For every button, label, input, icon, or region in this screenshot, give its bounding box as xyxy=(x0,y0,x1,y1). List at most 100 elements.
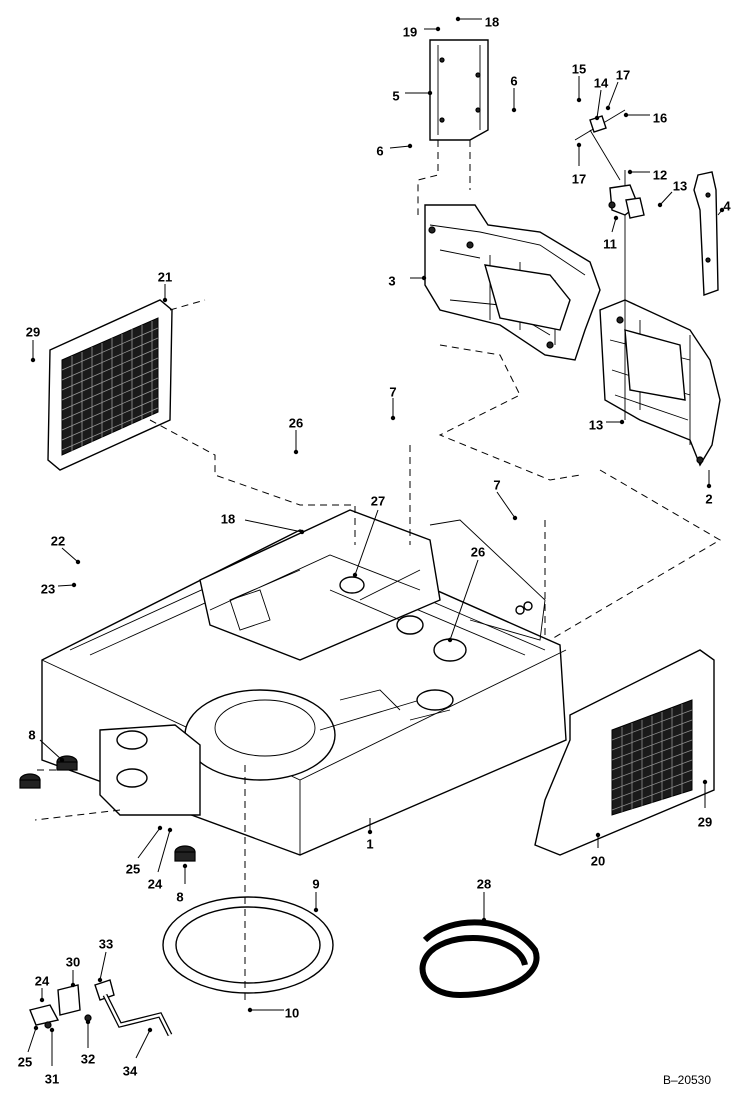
callout-label: 4 xyxy=(723,198,731,213)
fitting-assembly xyxy=(29,979,173,1037)
callout-point xyxy=(147,1027,153,1033)
callout-point xyxy=(367,829,373,835)
callout-label: 6 xyxy=(510,73,517,88)
callout-label: 15 xyxy=(572,61,586,76)
callout-leader xyxy=(135,1029,151,1059)
latch-assembly xyxy=(574,109,645,420)
callout-point xyxy=(657,202,663,208)
side-panel-right xyxy=(534,649,715,856)
main-frame xyxy=(41,509,567,856)
callout-leader xyxy=(39,739,63,761)
callout-24: 24 xyxy=(148,827,173,891)
latch-strip xyxy=(693,171,719,296)
callout-27: 27 xyxy=(352,493,385,578)
callout-label: 9 xyxy=(312,876,319,891)
callout-point xyxy=(605,105,611,111)
callout-label: 2 xyxy=(705,491,712,506)
callout-point xyxy=(59,757,65,763)
callout-label: 23 xyxy=(41,581,55,596)
callout-9: 9 xyxy=(312,876,320,913)
callout-8: 8 xyxy=(176,863,188,904)
callout-25: 25 xyxy=(18,1025,39,1069)
callout-point xyxy=(481,917,487,923)
callout-leader xyxy=(61,547,79,563)
callout-label: 10 xyxy=(285,1005,299,1020)
callout-point xyxy=(511,107,517,113)
callout-point xyxy=(293,449,299,455)
callout-11: 11 xyxy=(603,215,619,251)
callout-leader xyxy=(496,491,516,519)
callout-19: 19 xyxy=(403,24,441,39)
callout-label: 20 xyxy=(591,853,605,868)
callout-17: 17 xyxy=(605,67,630,111)
callout-point xyxy=(595,832,601,838)
callout-18: 18 xyxy=(455,14,499,29)
callout-label: 12 xyxy=(653,167,667,182)
callout-18: 18 xyxy=(221,511,305,535)
callout-29: 29 xyxy=(698,779,712,829)
callout-leader xyxy=(99,951,107,981)
callout-point xyxy=(70,982,76,988)
callout-label: 28 xyxy=(477,876,491,891)
callout-23: 23 xyxy=(41,581,77,596)
callout-label: 8 xyxy=(176,889,183,904)
callout-label: 30 xyxy=(66,954,80,969)
callout-leader xyxy=(607,81,619,109)
callout-point xyxy=(33,1025,39,1031)
callout-point xyxy=(313,907,319,913)
callout-point xyxy=(247,1007,253,1013)
callout-point xyxy=(623,112,629,118)
callout-leader xyxy=(659,191,673,206)
callout-point xyxy=(719,207,725,213)
callout-leader xyxy=(157,829,171,873)
callout-label: 7 xyxy=(493,477,500,492)
callout-label: 24 xyxy=(148,876,163,891)
callout-leader xyxy=(389,145,411,149)
callout-point xyxy=(85,1019,91,1025)
callout-17: 17 xyxy=(572,142,586,186)
callout-leader xyxy=(611,217,617,233)
callout-leader xyxy=(27,1027,37,1053)
callout-2: 2 xyxy=(705,470,713,506)
callout-label: 16 xyxy=(653,110,667,125)
callout-33: 33 xyxy=(97,936,113,983)
callout-label: 8 xyxy=(28,727,35,742)
callout-point xyxy=(407,143,413,149)
assembly-lines xyxy=(34,299,721,1000)
callout-point xyxy=(49,1027,55,1033)
callout-label: 27 xyxy=(371,493,385,508)
callout-leader xyxy=(244,519,303,533)
callout-15: 15 xyxy=(572,61,586,103)
callout-label: 17 xyxy=(616,67,630,82)
callout-point xyxy=(702,779,708,785)
callout-point xyxy=(71,582,77,588)
callout-point xyxy=(427,90,433,96)
callout-3: 3 xyxy=(388,273,427,288)
callout-4: 4 xyxy=(717,198,731,216)
callout-label: 13 xyxy=(589,417,603,432)
callout-point xyxy=(627,169,633,175)
callout-label: 18 xyxy=(221,511,235,526)
callout-layer: 1234566778891011121313141516171718181920… xyxy=(18,14,732,1086)
callout-22: 22 xyxy=(51,533,81,565)
callout-25: 25 xyxy=(126,825,163,876)
figure-number: B–20530 xyxy=(663,1073,711,1087)
callout-label: 32 xyxy=(81,1051,95,1066)
callout-24: 24 xyxy=(35,973,50,1003)
callout-leader xyxy=(449,559,479,641)
callout-21: 21 xyxy=(158,269,172,303)
callout-point xyxy=(390,415,396,421)
callout-26: 26 xyxy=(447,544,485,643)
callout-5: 5 xyxy=(392,88,433,103)
callout-label: 17 xyxy=(572,171,586,186)
callout-leader xyxy=(137,827,161,859)
callout-13: 13 xyxy=(657,178,687,208)
callout-point xyxy=(613,215,619,221)
callout-32: 32 xyxy=(81,1019,95,1066)
callout-point xyxy=(75,559,81,565)
callout-point xyxy=(576,97,582,103)
callout-31: 31 xyxy=(45,1027,59,1086)
callout-label: 24 xyxy=(35,973,50,988)
callout-20: 20 xyxy=(591,832,605,868)
